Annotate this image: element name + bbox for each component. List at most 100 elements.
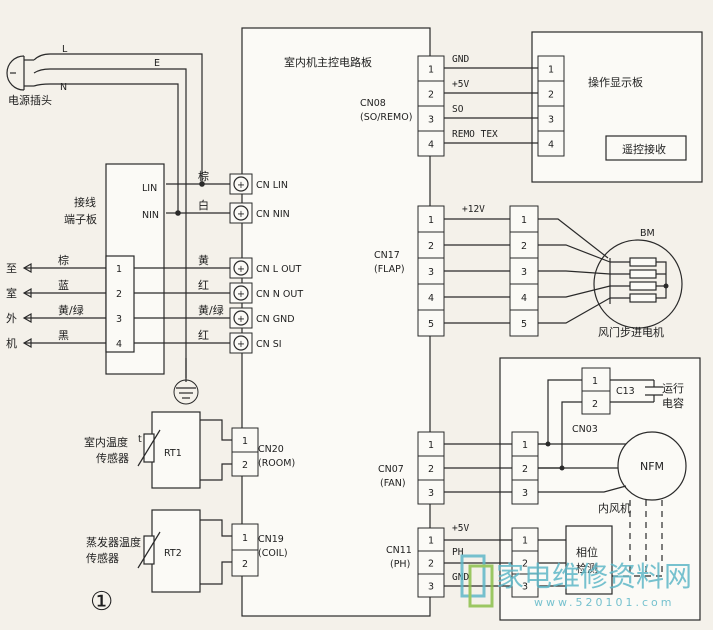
flap-pin-label: 5 bbox=[521, 319, 527, 330]
room-sensor-label-2: 传感器 bbox=[96, 452, 129, 465]
terminal-row-label: 1 bbox=[116, 264, 122, 275]
cn08-sub: (SO/REMO) bbox=[360, 112, 412, 123]
wire-e bbox=[33, 68, 187, 382]
plus-terminal-icon bbox=[233, 335, 249, 351]
wire-l bbox=[33, 53, 230, 185]
terminal-row-label: 4 bbox=[116, 339, 122, 350]
cn07-pin-label: 1 bbox=[428, 440, 434, 451]
wire-n bbox=[33, 83, 230, 214]
connector-wire-color: 白 bbox=[198, 198, 209, 212]
terminal-row-label: 3 bbox=[116, 314, 122, 325]
cn08-pin-cell bbox=[417, 130, 445, 157]
flap-motor-caption: 风门步进电机 bbox=[598, 325, 664, 339]
room-sensor-name: RT1 bbox=[164, 448, 182, 459]
connector-cn11: CN11 (PH) 123 bbox=[386, 527, 445, 598]
plus-sign: + bbox=[237, 209, 245, 220]
main-board-title: 室内机主控电路板 bbox=[284, 55, 372, 69]
cn08-signal: SO bbox=[452, 104, 464, 115]
plug-label: 电源插头 bbox=[8, 93, 52, 107]
coil-sensor: 蒸发器温度 传感器 RT2 bbox=[86, 509, 232, 593]
phase-detect-1: 相位 bbox=[576, 545, 598, 559]
outdoor-wire-color: 棕 bbox=[58, 253, 69, 267]
cn07-label: CN07 bbox=[378, 464, 404, 475]
cn20-pin-cell bbox=[231, 427, 259, 453]
arrow-left-icon bbox=[22, 312, 32, 324]
fan-pin-label: 2 bbox=[522, 464, 528, 475]
plus-sign: + bbox=[237, 314, 245, 325]
flap-wire bbox=[538, 244, 611, 263]
plus-sign: + bbox=[237, 339, 245, 350]
flap-motor-label: BM bbox=[640, 228, 655, 239]
connector-name: CN NIN bbox=[256, 209, 290, 220]
remote-receiver-box bbox=[605, 135, 687, 161]
cn11-signal-2: PH bbox=[452, 547, 464, 558]
flap-pin-cell bbox=[509, 205, 539, 233]
arrow-left-icon bbox=[22, 337, 32, 349]
plus-terminal-icon bbox=[233, 285, 249, 301]
fan-pin-label: 3 bbox=[522, 488, 528, 499]
capacitor-icon bbox=[610, 379, 663, 403]
connector-name: CN GND bbox=[256, 314, 295, 325]
display-pin-label: 3 bbox=[548, 115, 554, 126]
cn07-pin-cell bbox=[417, 431, 445, 457]
cn08-pin-label: 2 bbox=[428, 90, 434, 101]
fan-pin-cell bbox=[511, 431, 539, 457]
plug-body bbox=[6, 55, 25, 91]
room-sensor-label-1: 室内温度 bbox=[84, 435, 128, 449]
cn19-label: CN19 bbox=[258, 534, 284, 545]
cn08-pin-label: 1 bbox=[428, 65, 434, 76]
cn17-pin-cell bbox=[417, 205, 445, 233]
coil-sensor-label-1: 蒸发器温度 bbox=[86, 535, 141, 549]
outdoor-char: 至 bbox=[6, 262, 17, 275]
cn17-pin-label: 4 bbox=[428, 293, 434, 304]
outdoor-wire-color: 黄/绿 bbox=[58, 303, 84, 317]
flap-pin-cell bbox=[509, 283, 539, 311]
cn11-pin-label: 2 bbox=[428, 559, 434, 570]
power-plug: 电源插头 L E N bbox=[6, 44, 160, 107]
cn08-pin-cell bbox=[417, 80, 445, 107]
connector-wire-color: 黄/绿 bbox=[198, 303, 224, 317]
ph-pin-label: 1 bbox=[522, 536, 528, 547]
cn17-pin-cell bbox=[417, 257, 445, 285]
flap-pin-label: 4 bbox=[521, 293, 527, 304]
fan-motor-circle bbox=[617, 431, 687, 501]
watermark-url: www.520101.com bbox=[534, 596, 674, 609]
cn08-label: CN08 bbox=[360, 98, 386, 109]
display-pin-cell bbox=[537, 55, 565, 82]
wire-l-label: L bbox=[62, 44, 68, 55]
coil-leads bbox=[610, 261, 630, 299]
cn07-pin-label: 2 bbox=[428, 464, 434, 475]
cap-pin-1: 1 bbox=[592, 376, 598, 387]
fan-caption: 内风机 bbox=[598, 501, 631, 515]
cn08-signal: GND bbox=[452, 54, 469, 65]
cn08-pin-label: 4 bbox=[428, 140, 434, 151]
watermark-logo-icon bbox=[460, 554, 486, 598]
terminal-board-label-2: 端子板 bbox=[64, 212, 97, 226]
flap-wire bbox=[538, 285, 611, 298]
flap-pin-label: 3 bbox=[521, 267, 527, 278]
cn17-pin-label: 5 bbox=[428, 319, 434, 330]
coil-sensor-label-2: 传感器 bbox=[86, 552, 119, 565]
cn20-sub: (ROOM) bbox=[258, 458, 295, 469]
room-sensor: 室内温度 传感器 t RT1 bbox=[84, 411, 232, 489]
connector-wire-color: 红 bbox=[198, 279, 209, 292]
fan-group: 1 2 C13 运行 电容 CN03 NFM 内风机 123 123 相位 检测 bbox=[499, 357, 701, 621]
cn19-pin-label: 1 bbox=[242, 533, 248, 544]
cn20-pin-label: 1 bbox=[242, 436, 248, 447]
plus-terminal-icon bbox=[233, 260, 249, 276]
outdoor-wire-color: 蓝 bbox=[58, 279, 69, 292]
outdoor-char: 室 bbox=[6, 286, 17, 300]
connector-name: CN SI bbox=[256, 339, 282, 350]
cn17-pin-label: 2 bbox=[428, 241, 434, 252]
cn19-pin-cell bbox=[231, 523, 259, 551]
capacitor-label: C13 bbox=[616, 386, 635, 397]
plus-terminal-icon bbox=[233, 176, 249, 192]
display-pin-label: 4 bbox=[548, 140, 554, 151]
room-sensor-t: t bbox=[138, 434, 142, 445]
cn08-signal: REMO TEX bbox=[452, 129, 498, 140]
display-pin-label: 2 bbox=[548, 90, 554, 101]
cn19-sub: (COIL) bbox=[258, 548, 288, 559]
